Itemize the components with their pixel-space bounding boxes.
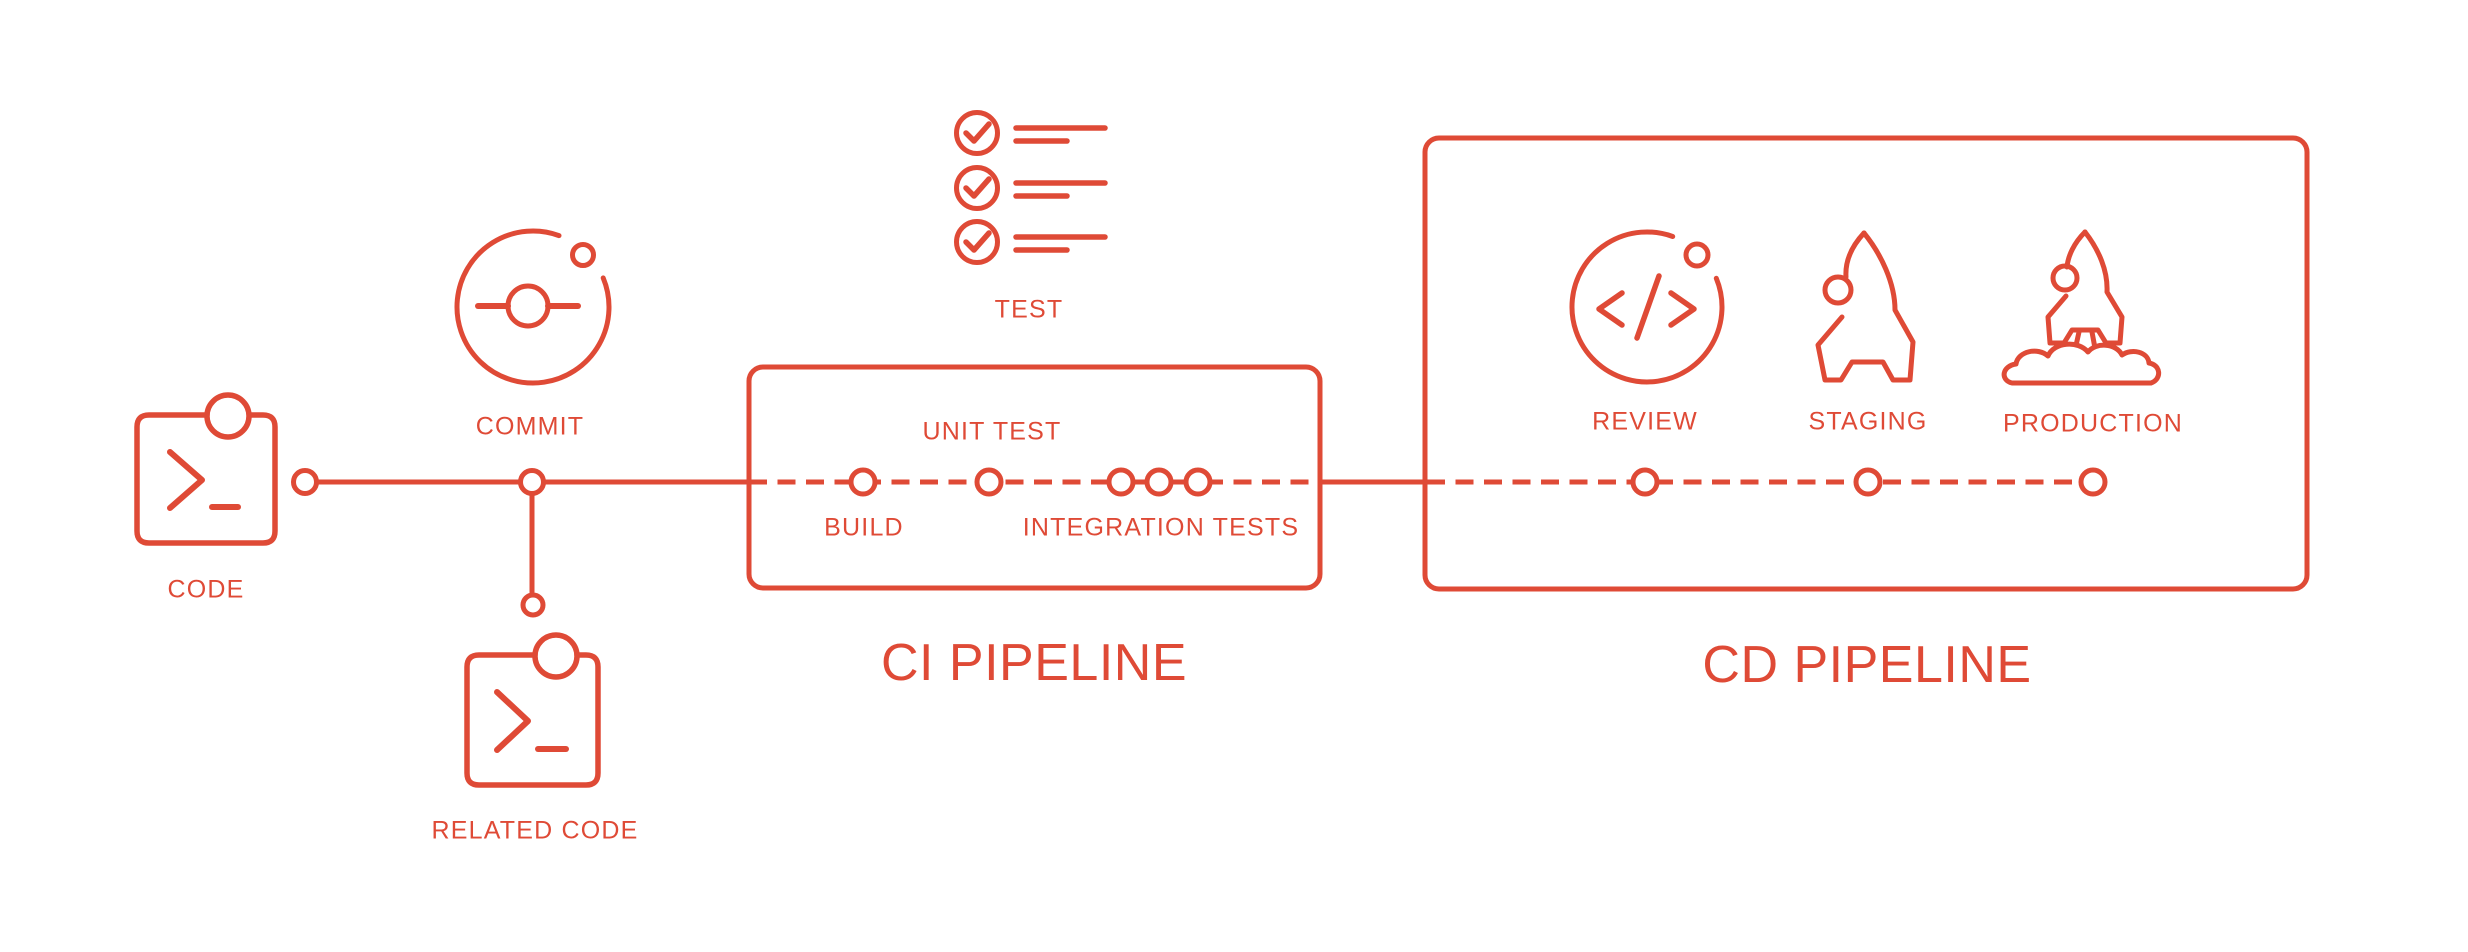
production-rocket-porthole (2050, 263, 2080, 293)
cd-pipeline-box (1422, 135, 2310, 592)
review-icon-orbit (1569, 229, 1725, 385)
unit-test-label: UNIT TEST (922, 417, 1062, 446)
related-code-icon-dot (532, 632, 580, 680)
code-label: CODE (167, 575, 245, 604)
commit-label: COMMIT (475, 412, 585, 441)
node-unit-test (974, 467, 1004, 497)
review-code-icon (1569, 229, 1725, 385)
node-code (291, 468, 319, 496)
commit-icon-satellite (570, 242, 596, 268)
node-staging (1853, 467, 1883, 497)
commit-icon-node (505, 283, 551, 329)
commit-icon (454, 228, 612, 386)
review-icon-angle-right (1668, 290, 1697, 328)
node-integration-3 (1183, 467, 1213, 497)
node-related-code (520, 592, 546, 618)
check-mark-icon (963, 230, 992, 253)
node-production (2078, 467, 2108, 497)
staging-label: STAGING (1808, 407, 1928, 436)
related-code-terminal-icon (464, 632, 601, 788)
check-mark-icon (963, 121, 992, 144)
review-label: REVIEW (1592, 407, 1698, 436)
related-code-icon-prompt (494, 689, 531, 753)
cd-pipeline-title: CD PIPELINE (1702, 636, 2032, 694)
review-icon-slash (1634, 273, 1662, 341)
node-commit (518, 468, 546, 496)
node-build (848, 467, 878, 497)
test-label: TEST (994, 295, 1064, 324)
node-review (1630, 467, 1660, 497)
node-integration-1 (1106, 467, 1136, 497)
test-checklist-icon (954, 110, 1108, 265)
related-code-label: RELATED CODE (431, 816, 639, 845)
node-integration-2 (1144, 467, 1174, 497)
ci-pipeline-box (746, 364, 1323, 591)
commit-icon-orbit (454, 228, 612, 386)
check-circle-icon (954, 165, 1000, 211)
integration-tests-label: INTEGRATION TESTS (1022, 513, 1300, 542)
check-circle-icon (954, 110, 1000, 156)
review-icon-satellite (1683, 241, 1711, 269)
production-smoke-cloud (2001, 341, 2162, 386)
review-icon-angle-left (1596, 290, 1625, 328)
code-terminal-icon (134, 392, 278, 546)
staging-rocket-porthole (1822, 274, 1854, 306)
production-rocket-launch-icon (2001, 229, 2162, 386)
check-mark-icon (963, 176, 992, 199)
check-circle-icon (954, 219, 1000, 265)
production-label: PRODUCTION (2002, 409, 2184, 438)
code-icon-dot (204, 392, 252, 440)
staging-rocket-icon (1815, 230, 1916, 383)
build-label: BUILD (824, 513, 904, 542)
ci-pipeline-title: CI PIPELINE (880, 634, 1188, 692)
pipeline-nodes (291, 467, 2108, 618)
code-icon-prompt (167, 449, 205, 511)
